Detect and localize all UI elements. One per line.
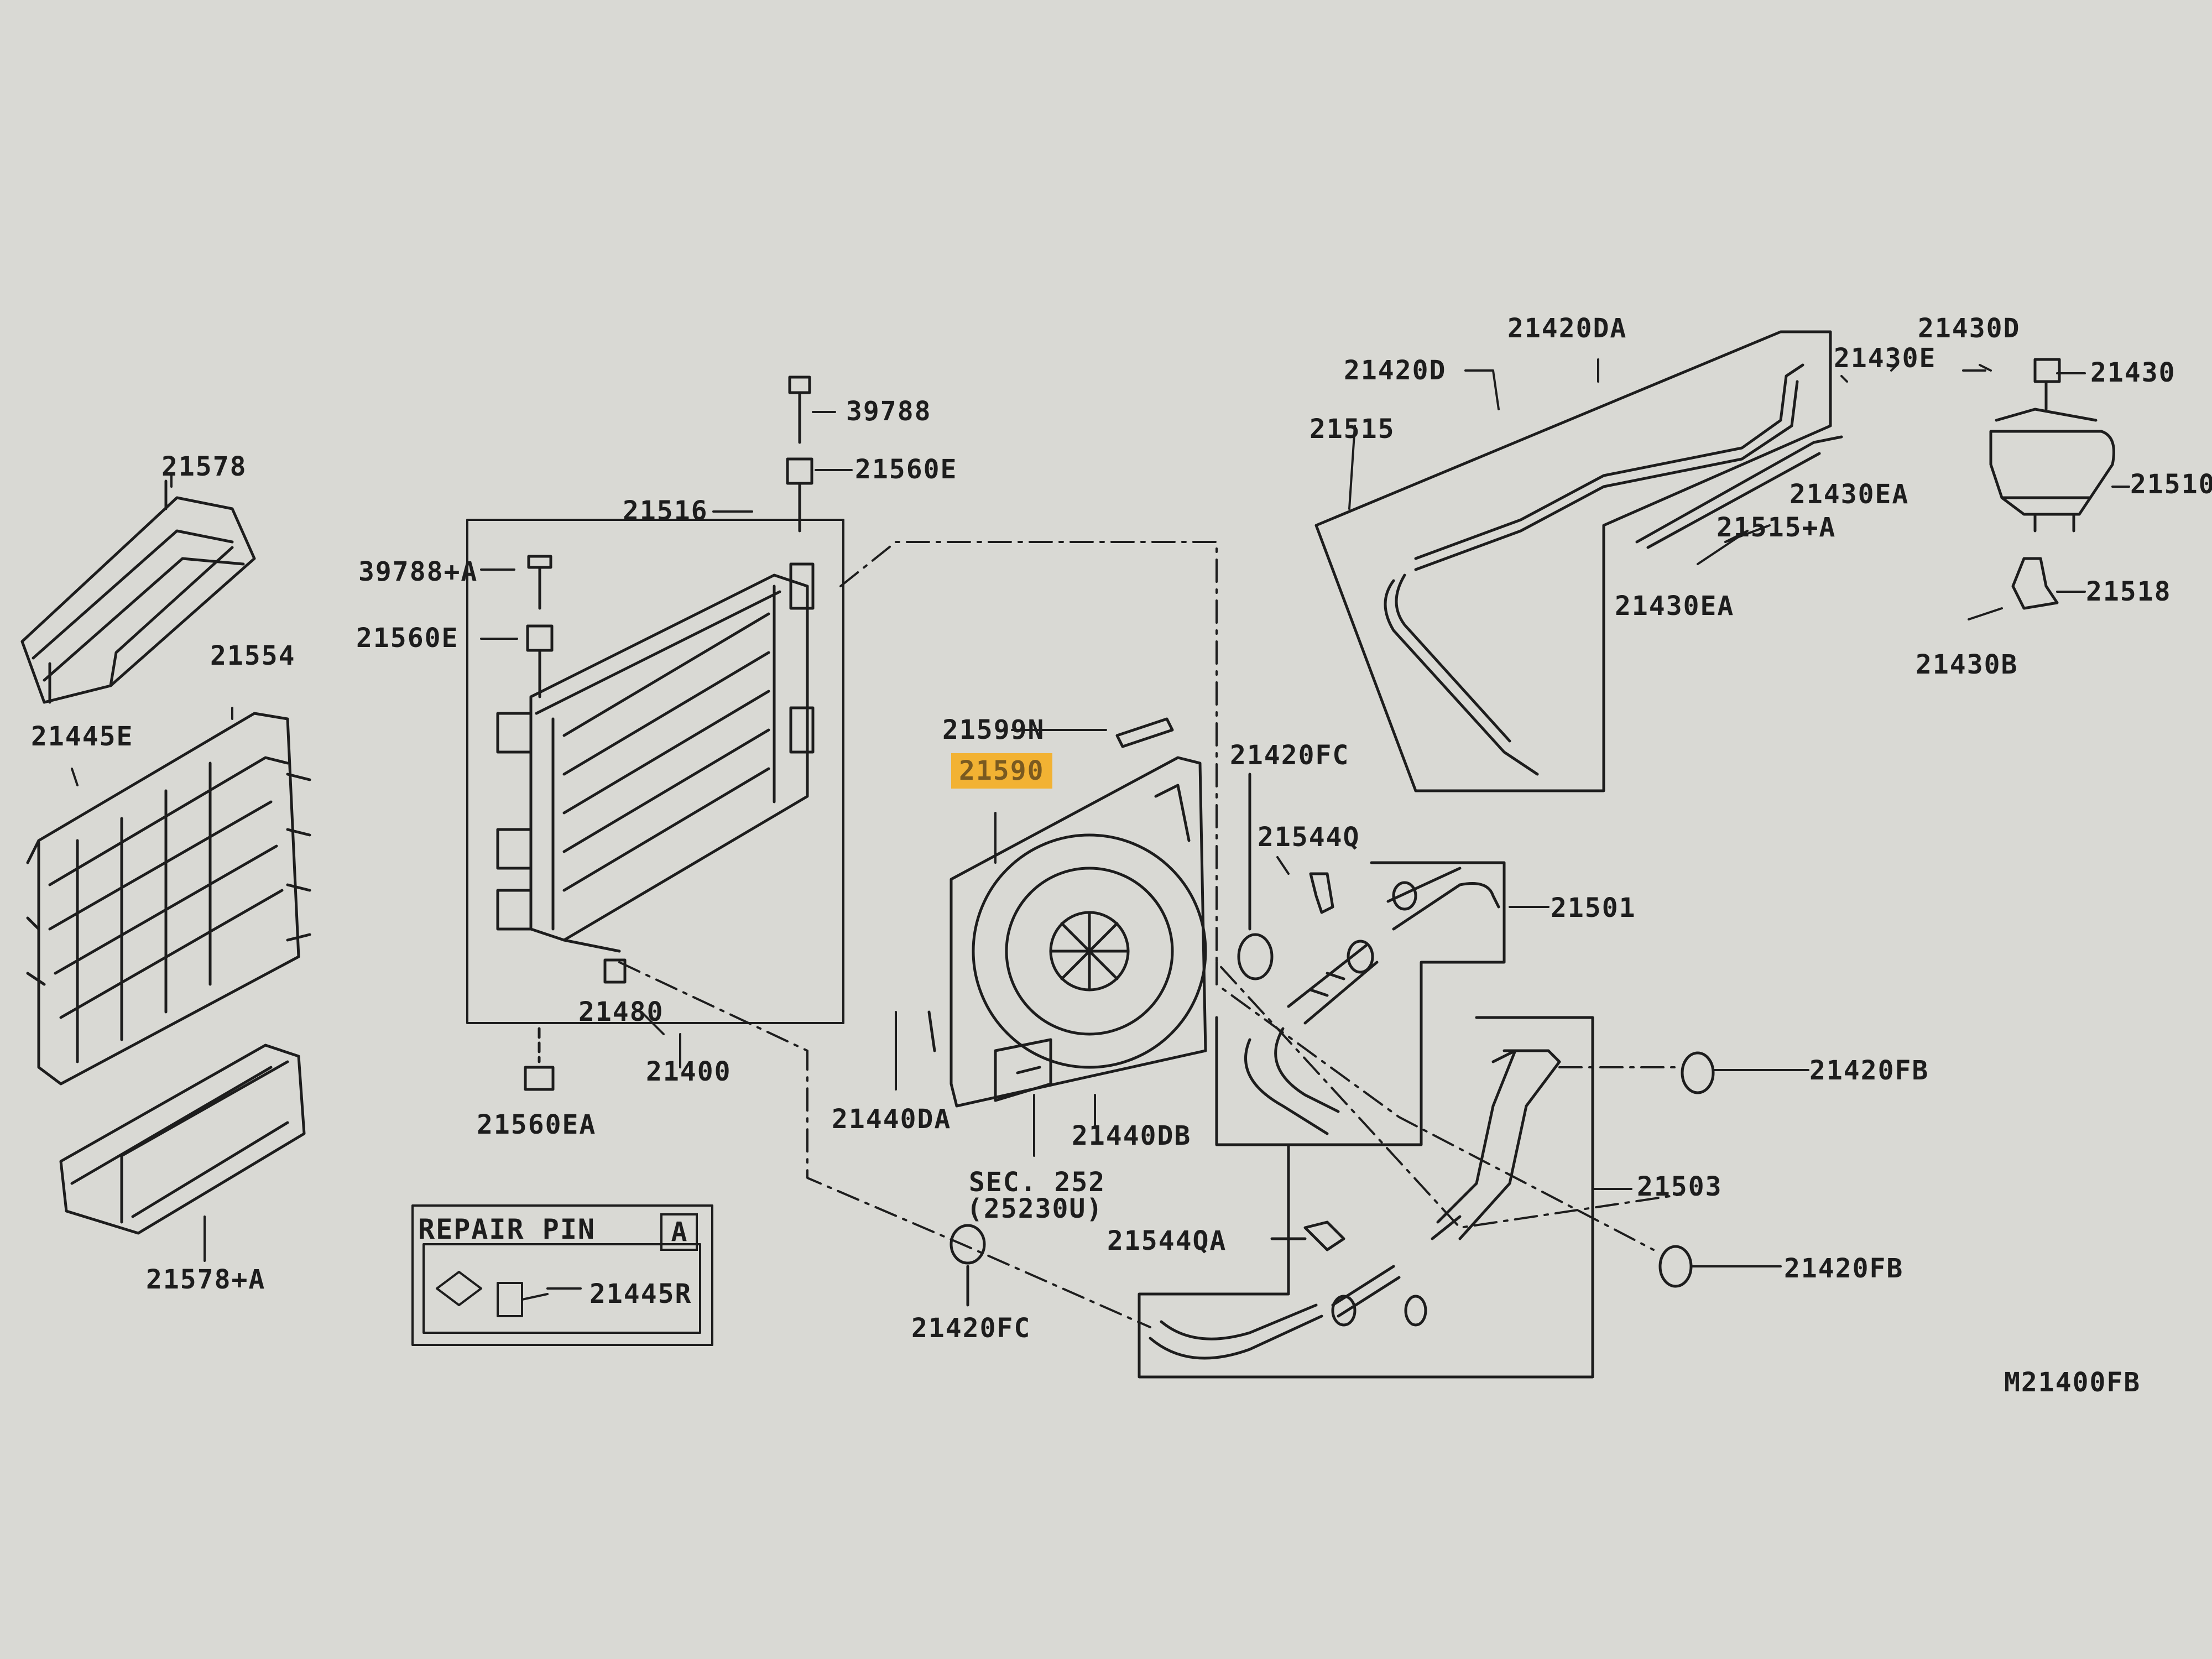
label-sec-252: SEC. 252 xyxy=(969,1167,1106,1198)
clamp-21420FB-bottom xyxy=(1658,1245,1693,1288)
bracket-21518 xyxy=(2011,557,2059,610)
label-21590: 21590 xyxy=(951,753,1052,789)
repair-pin-marker: A xyxy=(660,1213,698,1251)
label-21420FC-top: 21420FC xyxy=(1230,740,1350,771)
label-21554: 21554 xyxy=(210,640,296,671)
label-21420DA: 21420DA xyxy=(1507,313,1627,344)
clamp-21420FC-top xyxy=(1237,773,1274,980)
fan-assembly-21590 xyxy=(927,756,1207,1108)
clamp-21420FC-bottom xyxy=(950,1224,986,1307)
label-21430D: 21430D xyxy=(1918,313,2021,344)
lower-hose-21503 xyxy=(1138,1016,1594,1379)
label-21420D: 21420D xyxy=(1344,355,1447,386)
repair-pin-box xyxy=(411,1204,713,1346)
label-21544QA: 21544QA xyxy=(1107,1225,1227,1256)
label-39788: 39788 xyxy=(846,396,932,427)
label-21560E-top: 21560E xyxy=(855,454,958,485)
drain-cock-21480 xyxy=(603,958,627,984)
label-sec-252-sub: (25230U) xyxy=(967,1193,1104,1224)
label-21445R: 21445R xyxy=(589,1279,692,1310)
label-21480: 21480 xyxy=(578,997,664,1027)
repair-pin-title: REPAIR PIN xyxy=(418,1213,596,1245)
label-21578A: 21578+A xyxy=(146,1264,266,1295)
label-21430B: 21430B xyxy=(1916,649,2018,680)
label-21420FB-top: 21420FB xyxy=(1809,1055,1929,1086)
label-21445E: 21445E xyxy=(31,721,134,752)
clamp-21420FB-top xyxy=(1681,1051,1715,1094)
diagram-id: M21400FB xyxy=(2004,1367,2141,1398)
bracket-21560EA xyxy=(524,1027,555,1091)
bolt-39788A xyxy=(526,555,554,698)
label-21440DB: 21440DB xyxy=(1072,1120,1192,1151)
radiator-21400 xyxy=(466,519,844,1024)
label-21420FB-bottom: 21420FB xyxy=(1784,1253,1904,1284)
label-21440DA: 21440DA xyxy=(832,1104,952,1135)
label-21578: 21578 xyxy=(161,451,247,482)
label-21560E-left: 21560E xyxy=(356,623,459,654)
label-21515A: 21515+A xyxy=(1717,512,1837,543)
clamp-21544QA xyxy=(1270,1220,1345,1251)
bolt-39788 xyxy=(786,375,813,533)
upper-hose-21501 xyxy=(1215,861,1506,1146)
label-21420FC-bottom: 21420FC xyxy=(911,1313,1031,1344)
air-guide-upper-21578 xyxy=(20,479,256,704)
label-21430EA-bottom: 21430EA xyxy=(1615,591,1735,622)
label-21560EA: 21560EA xyxy=(477,1109,597,1140)
label-21400: 21400 xyxy=(646,1056,732,1087)
label-21430E: 21430E xyxy=(1834,343,1937,374)
label-21430EA-top: 21430EA xyxy=(1790,479,1910,510)
air-guide-lower-21578A xyxy=(59,1044,306,1235)
reservoir-hose-21515 xyxy=(1314,330,1843,792)
label-21516: 21516 xyxy=(623,495,708,526)
reference-lines xyxy=(618,369,1992,1328)
label-21599N: 21599N xyxy=(942,714,1045,745)
leader-lines xyxy=(71,358,2130,1290)
label-21518: 21518 xyxy=(2086,576,2172,607)
clamp-21544Q xyxy=(1309,872,1334,914)
label-21515: 21515 xyxy=(1310,414,1395,445)
label-21430: 21430 xyxy=(2090,357,2176,388)
tag-21599N xyxy=(1115,717,1174,748)
reservoir-21510 xyxy=(1989,358,2115,533)
label-39788A: 39788+A xyxy=(358,556,478,587)
radiator-shroud-21554 xyxy=(26,712,311,1086)
label-21510: 21510 xyxy=(2130,469,2212,500)
label-21544Q: 21544Q xyxy=(1258,822,1360,853)
label-21503: 21503 xyxy=(1637,1171,1723,1202)
label-21501: 21501 xyxy=(1551,893,1636,924)
